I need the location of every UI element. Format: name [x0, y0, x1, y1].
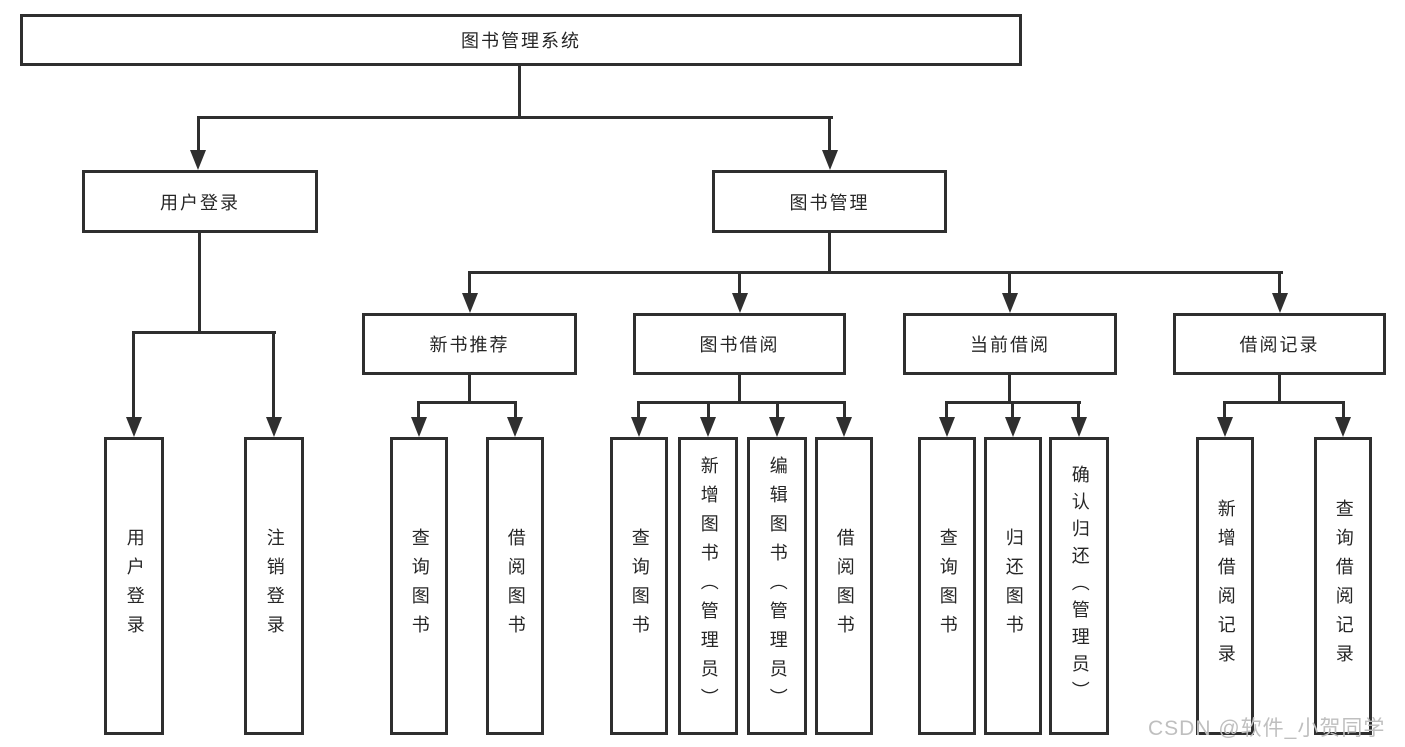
arrowhead-down-icon: [939, 417, 955, 437]
node-label: 图书管理系统: [461, 31, 581, 51]
arrowhead-down-icon: [1005, 417, 1021, 437]
leaf-edit-book-admin: 编辑图书（管理员）: [747, 437, 807, 735]
arrowhead-down-icon: [126, 417, 142, 437]
connector-line: [272, 331, 275, 419]
leaf-user-login: 用户登录: [104, 437, 164, 735]
node-label: 图书管理: [789, 192, 870, 213]
node-label: 归还图书: [1003, 528, 1024, 644]
connector-line: [1223, 401, 1345, 404]
leaf-borrow-books-newbook: 借阅图书: [486, 437, 544, 735]
node-root-library-system: 图书管理系统: [20, 14, 1022, 66]
leaf-query-books-borrowing: 查询图书: [610, 437, 668, 735]
node-label: 查询图书: [409, 528, 430, 644]
connector-line: [197, 116, 833, 119]
arrowhead-down-icon: [732, 293, 748, 313]
leaf-logout: 注销登录: [244, 437, 304, 735]
arrowhead-down-icon: [266, 417, 282, 437]
node-label: 编辑图书（管理员）: [767, 455, 788, 717]
node-label: 新增图书（管理员）: [698, 455, 719, 717]
connector-line: [776, 401, 779, 420]
connector-line: [1342, 401, 1345, 420]
node-label: 查询图书: [629, 528, 650, 644]
connector-line: [828, 230, 831, 274]
arrowhead-down-icon: [769, 417, 785, 437]
connector-line: [198, 230, 201, 334]
arrowhead-down-icon: [462, 293, 478, 313]
node-book-management: 图书管理: [712, 170, 947, 233]
node-label: 注销登录: [264, 528, 285, 644]
leaf-borrow-books-borrowing: 借阅图书: [815, 437, 873, 735]
connector-line: [637, 401, 640, 420]
connector-line: [945, 401, 948, 420]
node-label: 图书借阅: [699, 335, 780, 355]
arrowhead-down-icon: [1071, 417, 1087, 437]
node-user-login: 用户登录: [82, 170, 318, 233]
connector-line: [417, 401, 420, 420]
leaf-add-borrow-record: 新增借阅记录: [1196, 437, 1254, 735]
connector-line: [1011, 401, 1014, 420]
connector-line: [637, 401, 846, 404]
connector-line: [1223, 401, 1226, 420]
arrowhead-down-icon: [822, 150, 838, 170]
leaf-query-books-newbook: 查询图书: [390, 437, 448, 735]
leaf-add-book-admin: 新增图书（管理员）: [678, 437, 738, 735]
node-label: 查询图书: [937, 528, 958, 644]
arrowhead-down-icon: [836, 417, 852, 437]
arrowhead-down-icon: [1217, 417, 1233, 437]
node-new-book-recommendation: 新书推荐: [362, 313, 577, 375]
arrowhead-down-icon: [1272, 293, 1288, 313]
connector-line: [514, 401, 517, 420]
connector-line: [707, 401, 710, 420]
connector-line: [468, 271, 1283, 274]
connector-line: [197, 116, 200, 152]
leaf-query-borrow-record: 查询借阅记录: [1314, 437, 1372, 735]
node-book-borrowing: 图书借阅: [633, 313, 846, 375]
node-borrowing-records: 借阅记录: [1173, 313, 1386, 375]
node-label: 用户登录: [160, 192, 240, 213]
node-label: 借阅图书: [505, 528, 526, 644]
leaf-confirm-return-admin: 确认归还（管理员）: [1049, 437, 1109, 735]
connector-line: [1077, 401, 1080, 420]
connector-line: [828, 116, 831, 152]
node-current-borrowing: 当前借阅: [903, 313, 1117, 375]
connector-line: [468, 271, 471, 295]
connector-line: [1008, 372, 1011, 403]
node-label: 新增借阅记录: [1215, 499, 1236, 673]
connector-line: [468, 372, 471, 403]
node-label: 当前借阅: [970, 335, 1050, 355]
node-label: 用户登录: [124, 528, 145, 644]
arrowhead-down-icon: [700, 417, 716, 437]
arrowhead-down-icon: [631, 417, 647, 437]
connector-line: [1278, 271, 1281, 295]
node-label: 新书推荐: [429, 335, 510, 355]
arrowhead-down-icon: [507, 417, 523, 437]
connector-line: [132, 331, 135, 419]
connector-line: [417, 401, 517, 404]
connector-line: [518, 64, 521, 118]
arrowhead-down-icon: [1002, 293, 1018, 313]
leaf-query-books-current: 查询图书: [918, 437, 976, 735]
arrowhead-down-icon: [1335, 417, 1351, 437]
connector-line: [843, 401, 846, 420]
connector-line: [738, 271, 741, 295]
arrowhead-down-icon: [411, 417, 427, 437]
watermark: CSDN @软件_小贺同学: [1148, 717, 1386, 740]
node-label: 确认归还（管理员）: [1069, 464, 1090, 708]
connector-line: [738, 372, 741, 403]
node-label: 借阅图书: [834, 528, 855, 644]
connector-line: [1008, 271, 1011, 295]
connector-line: [132, 331, 276, 334]
leaf-return-books: 归还图书: [984, 437, 1042, 735]
node-label: 查询借阅记录: [1333, 499, 1354, 673]
arrowhead-down-icon: [190, 150, 206, 170]
node-label: 借阅记录: [1239, 335, 1320, 355]
connector-line: [1278, 372, 1281, 403]
